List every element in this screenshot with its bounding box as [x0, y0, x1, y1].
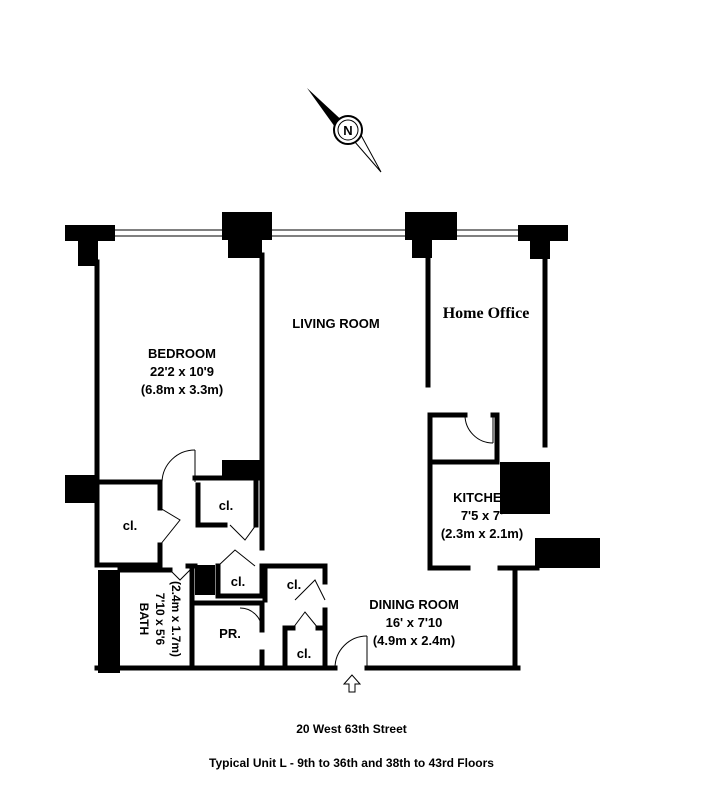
dining-room-dim-ft: 16' x 7'10 [386, 615, 443, 630]
kitchen-dim-ft: 7'5 x 7' [461, 508, 503, 523]
north-compass-icon: N [307, 88, 382, 173]
dining-room-label: DINING ROOM 16' x 7'10 (4.9m x 2.4m) [369, 597, 459, 648]
bath-name: BATH [137, 603, 151, 635]
exterior-windows [65, 229, 565, 237]
closet-label: cl. [287, 577, 301, 592]
closet-label: cl. [219, 498, 233, 513]
bedroom-name: BEDROOM [148, 346, 216, 361]
dining-room-dim-m: (4.9m x 2.4m) [373, 633, 455, 648]
bedroom-label: BEDROOM 22'2 x 10'9 (6.8m x 3.3m) [141, 346, 223, 397]
bath-label: BATH 7'10 x 5'6 (2.4m x 1.7m) [137, 581, 183, 657]
living-room-name: LIVING ROOM [292, 316, 379, 331]
door-swings [159, 414, 494, 669]
closet-label: cl. [231, 574, 245, 589]
kitchen-name: KITCHEN [453, 490, 511, 505]
kitchen-dim-m: (2.3m x 2.1m) [441, 526, 523, 541]
kitchen-label: KITCHEN 7'5 x 7' (2.3m x 2.1m) [441, 490, 523, 541]
bedroom-dim-m: (6.8m x 3.3m) [141, 382, 223, 397]
structural-columns [65, 212, 600, 673]
powder-room-name: PR. [219, 626, 241, 641]
bath-dim-ft: 7'10 x 5'6 [153, 593, 167, 646]
compass-letter: N [343, 123, 352, 138]
closet-label: cl. [297, 646, 311, 661]
bedroom-dim-ft: 22'2 x 10'9 [150, 364, 214, 379]
bath-dim-m: (2.4m x 1.7m) [169, 581, 183, 657]
building-address: 20 West 63th Street [296, 722, 407, 736]
entrance-arrow-icon [342, 674, 362, 693]
unit-description: Typical Unit L - 9th to 36th and 38th to… [209, 756, 494, 770]
home-office-name: Home Office [443, 305, 530, 322]
closet-label: cl. [123, 518, 137, 533]
dining-room-name: DINING ROOM [369, 597, 459, 612]
walls [94, 252, 548, 671]
